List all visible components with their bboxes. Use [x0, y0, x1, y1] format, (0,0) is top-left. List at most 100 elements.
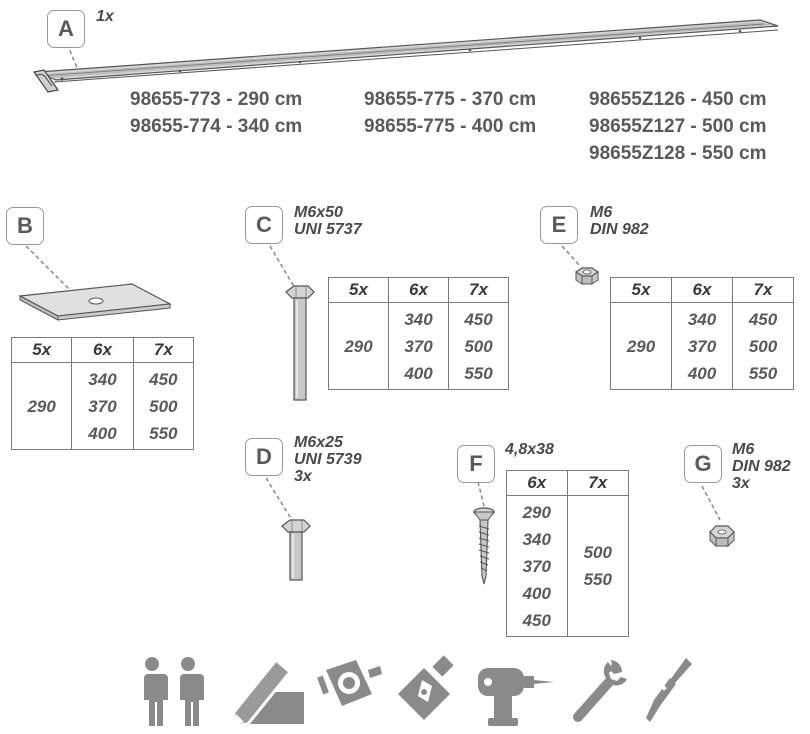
cell-value: 290 — [522, 502, 551, 522]
part-c-spec: M6x50 UNI 5737 — [294, 204, 362, 238]
spec-line: 3x — [732, 475, 750, 492]
part-d-spec: M6x25 UNI 5739 3x — [294, 434, 362, 485]
code-line: 98655-775 - 370 cm — [364, 89, 537, 110]
code-line: 98655Z126 - 450 cm — [589, 89, 767, 110]
cell-value: 550 — [583, 570, 612, 589]
code-line: 98655Z128 - 550 cm — [589, 143, 767, 164]
table-header: 7x — [566, 470, 629, 496]
table-header: 7x — [132, 337, 195, 363]
table-cell: 450 500 550 — [732, 302, 794, 390]
cell-value: 400 — [88, 423, 117, 443]
table-header: 6x — [71, 337, 134, 363]
part-e-quantity-table: 5x 6x 7x 290 340 370 400 450 500 550 — [610, 277, 794, 390]
rail-profile-drawing — [32, 19, 779, 93]
part-f-spec: 4,8x38 — [505, 441, 554, 458]
spec-line: M6x50 — [294, 204, 343, 221]
table-cell: 290 — [610, 302, 672, 390]
bolt-m6x50-drawing — [269, 245, 315, 401]
part-a-quantity: 1x — [96, 8, 114, 25]
spec-line: 3x — [294, 468, 312, 485]
spec-line: 4,8x38 — [505, 441, 554, 458]
screw-4-8x38-drawing — [473, 481, 495, 585]
pencil-ruler-icon — [230, 657, 304, 728]
part-c-label: C — [245, 206, 283, 244]
cell-value: 500 — [464, 336, 493, 356]
part-g-spec: M6 DIN 982 3x — [732, 441, 791, 492]
table-cell: 500 550 — [566, 495, 629, 637]
spec-line: DIN 982 — [732, 458, 791, 475]
table-cell: 450 500 550 — [132, 362, 195, 450]
tape-measure-icon — [317, 660, 382, 706]
code-line: 98655-774 - 340 cm — [130, 116, 303, 137]
spec-line: M6 — [590, 204, 613, 221]
wrench-icon — [573, 660, 627, 722]
cell-value: 500 — [583, 543, 612, 562]
cell-value: 370 — [88, 396, 117, 416]
table-header: 5x — [10, 337, 73, 363]
part-a-label: A — [47, 10, 85, 48]
table-header: 7x — [448, 277, 509, 303]
cell-value: 400 — [687, 363, 717, 383]
spec-line: UNI 5737 — [294, 221, 362, 238]
shelf-panel-drawing — [17, 245, 173, 321]
part-c-quantity-table: 5x 6x 7x 290 340 370 400 450 500 550 — [328, 277, 509, 390]
table-cell: 340 370 400 — [71, 362, 134, 450]
code-line: 98655-773 - 290 cm — [130, 89, 303, 110]
cell-value: 450 — [522, 610, 551, 630]
two-persons-icon — [140, 657, 204, 726]
table-cell: 290 — [328, 302, 389, 390]
part-f-quantity-table: 6x 7x 290 340 370 400 450 500 550 — [506, 470, 629, 637]
cell-value: 450 — [748, 309, 778, 329]
part-a-codes-col3: 98655Z126 - 450 cm 98655Z127 - 500 cm 98… — [589, 86, 766, 167]
part-g-label: G — [684, 445, 722, 483]
drill-icon — [478, 668, 554, 726]
cell-value: 550 — [464, 363, 493, 383]
cell-value: 550 — [748, 363, 778, 383]
table-cell: 450 500 550 — [448, 302, 509, 390]
part-d-label: D — [245, 438, 283, 476]
cell-value: 400 — [522, 583, 551, 603]
cell-value: 370 — [522, 556, 551, 576]
code-line: 98655-775 - 400 cm — [364, 116, 537, 137]
cell-value: 290 — [626, 336, 656, 356]
cell-value: 340 — [404, 309, 433, 329]
nut-m6-drawing — [701, 485, 735, 548]
part-e-spec: M6 DIN 982 — [590, 204, 649, 238]
part-f-label: F — [457, 445, 495, 483]
table-cell: 340 370 400 — [671, 302, 733, 390]
cell-value: 340 — [522, 529, 551, 549]
table-header: 6x — [388, 277, 449, 303]
table-header: 6x — [506, 470, 568, 496]
cell-value: 550 — [149, 423, 178, 443]
bolt-m6x25-drawing — [265, 477, 311, 581]
part-b-label: B — [6, 207, 44, 245]
table-header: 6x — [671, 277, 733, 303]
cell-value: 500 — [149, 396, 178, 416]
cell-value: 400 — [404, 363, 433, 383]
table-header: 5x — [610, 277, 672, 303]
cell-value: 450 — [149, 369, 178, 389]
spec-line: M6x25 — [294, 434, 343, 451]
glue-tube-icon — [398, 655, 454, 720]
screwdriver-icon — [646, 658, 692, 722]
table-header: 7x — [732, 277, 794, 303]
part-a-codes-col1: 98655-773 - 290 cm 98655-774 - 340 cm — [130, 86, 302, 140]
cell-value: 290 — [344, 336, 373, 356]
cell-value: 500 — [748, 336, 778, 356]
table-cell: 340 370 400 — [388, 302, 449, 390]
spec-line: UNI 5739 — [294, 451, 362, 468]
cell-value: 290 — [27, 396, 56, 416]
spec-line: DIN 982 — [590, 221, 649, 238]
part-a-codes-col2: 98655-775 - 370 cm 98655-775 - 400 cm — [364, 86, 536, 140]
cell-value: 340 — [88, 369, 117, 389]
code-line: 98655Z127 - 500 cm — [589, 116, 767, 137]
cell-value: 340 — [687, 309, 717, 329]
cell-value: 370 — [687, 336, 717, 356]
part-e-label: E — [540, 206, 578, 244]
part-b-quantity-table: 5x 6x 7x 290 340 370 400 450 500 550 — [10, 337, 195, 450]
table-header: 5x — [328, 277, 389, 303]
nut-m6-drawing — [561, 245, 600, 285]
table-cell: 290 — [10, 362, 73, 450]
cell-value: 370 — [404, 336, 433, 356]
spec-line: M6 — [732, 441, 755, 458]
